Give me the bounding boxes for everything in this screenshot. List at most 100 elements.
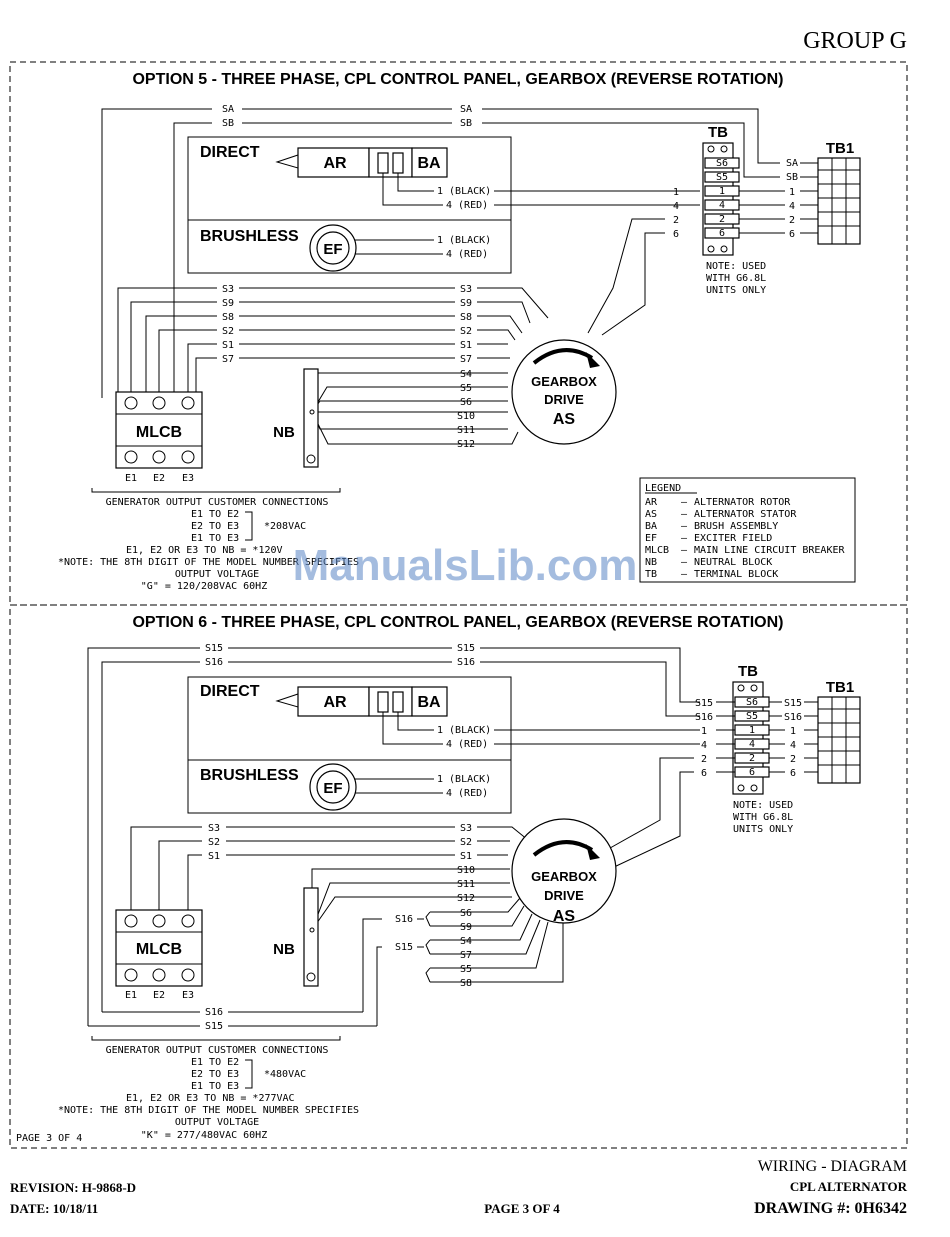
tb-slot-6: 6 — [719, 228, 725, 239]
conn-note: *NOTE: THE 8TH DIGIT OF THE MODEL NUMBER… — [58, 1105, 359, 1116]
wire-label-s5: S5 — [460, 964, 472, 975]
svg-text:–: – — [681, 521, 688, 532]
exciter-field — [316, 231, 350, 265]
left-wires-6 — [130, 826, 529, 910]
tb-slot-2: 2 — [749, 753, 755, 764]
svg-text:–: – — [681, 557, 688, 568]
svg-text:–: – — [681, 509, 688, 520]
alternator-rotor — [297, 147, 370, 178]
mlcb-term-e3: E3 — [182, 473, 194, 484]
wire-label-s15-bottom: S15 — [205, 1021, 223, 1032]
wire-label-s8: S8 — [222, 312, 234, 323]
legend-key: AS — [645, 509, 657, 520]
drawing-title: WIRING - DIAGRAM — [758, 1158, 907, 1175]
wire-label-sa: SA — [460, 104, 472, 115]
ba-label: BA — [417, 155, 441, 172]
group-label: GROUP G — [803, 28, 907, 54]
wire-label-sb: SB — [222, 118, 234, 129]
tb-label-6: TB — [738, 663, 758, 680]
wire-label-s3: S3 — [460, 823, 472, 834]
gearbox-line-1: GEARBOX — [531, 374, 597, 389]
wire-1-black-6: 1 (BLACK) — [437, 725, 491, 736]
note-line-3: UNITS ONLY — [706, 285, 766, 296]
ba-box-6 — [411, 686, 448, 717]
wire-label-s9: S9 — [460, 922, 472, 933]
wire-label-s12: S12 — [457, 439, 475, 450]
wire-label-sa: SA — [222, 104, 234, 115]
mlcb6-term-e3: E3 — [182, 990, 194, 1001]
tb-term-1: 1 — [673, 187, 679, 198]
nb-label: NB — [273, 424, 295, 441]
wire-label-s2: S2 — [460, 326, 472, 337]
tb-term-2: 2 — [701, 754, 707, 765]
brush-assembly-6 — [368, 686, 413, 717]
wire-label-s10: S10 — [457, 411, 475, 422]
wire-label-s16: S16 — [205, 657, 223, 668]
jumper-wires-6 — [362, 897, 564, 1026]
conn-code: "G" = 120/208VAC 60HZ — [141, 581, 267, 592]
tb1-term-4: 4 — [789, 201, 795, 212]
rotation-arrow-icon — [532, 348, 594, 365]
wire-label-sb: SB — [460, 118, 472, 129]
legend-val: NEUTRAL BLOCK — [694, 557, 772, 568]
direct-brushless-box-6 — [187, 676, 512, 814]
direct-label: DIRECT — [200, 144, 260, 161]
gearbox-line-2: DRIVE — [544, 392, 584, 407]
inner-page-label: PAGE 3 OF 4 — [16, 1133, 82, 1144]
wire-label-s1: S1 — [222, 340, 234, 351]
legend-val: TERMINAL BLOCK — [694, 569, 778, 580]
wire-label-s8: S8 — [460, 312, 472, 323]
left-wire-labels-6: S3 S2 S1 S3 S2 S1 — [202, 822, 477, 862]
wire-label-s3: S3 — [208, 823, 220, 834]
wire-1-black-ef-6: 1 (BLACK) — [437, 774, 491, 785]
gearbox6-line-2: DRIVE — [544, 888, 584, 903]
tb-slots-6: S6 S5 1 4 2 6 — [734, 696, 770, 778]
tb-term-1: 1 — [701, 726, 707, 737]
nb-wire-labels-5: S4 S5 S6 S10 S11 S12 — [457, 369, 475, 450]
legend-val: EXCITER FIELD — [694, 533, 772, 544]
connections-6: GENERATOR OUTPUT CUSTOMER CONNECTIONS E1… — [58, 1045, 359, 1141]
brushless-label: BRUSHLESS — [200, 228, 299, 245]
direct-label-6: DIRECT — [200, 683, 260, 700]
gearbox6-line-1: GEARBOX — [531, 869, 597, 884]
alternator-rotor-6 — [297, 686, 370, 717]
nb-wires-5 — [311, 372, 519, 445]
tb-term-s15: S15 — [695, 698, 713, 709]
ba-label-6: BA — [417, 694, 441, 711]
tb-slot-4: 4 — [719, 200, 725, 211]
nb-label-6: NB — [273, 941, 295, 958]
wire-label-s10: S10 — [457, 865, 475, 876]
tb1-term-1: 1 — [790, 726, 796, 737]
conn-nb: E1, E2 OR E3 TO NB = *277VAC — [126, 1093, 295, 1104]
wire-label-s16-bottom: S16 — [205, 1007, 223, 1018]
wire-label-s15: S15 — [457, 643, 475, 654]
connections-5: GENERATOR OUTPUT CUSTOMER CONNECTIONS E1… — [58, 497, 359, 592]
legend-key: NB — [645, 557, 657, 568]
wire-4-red-6: 4 (RED) — [446, 739, 488, 750]
wire-label-s15: S15 — [205, 643, 223, 654]
wire-label-s9: S9 — [222, 298, 234, 309]
terminal-block-tb1 — [817, 157, 861, 245]
wire-label-s1: S1 — [460, 851, 472, 862]
tb-slot-s6: S6 — [746, 697, 758, 708]
jump-label-s15: S15 — [395, 942, 413, 953]
conn-note: *NOTE: THE 8TH DIGIT OF THE MODEL NUMBER… — [58, 557, 359, 568]
brushless-label-6: BRUSHLESS — [200, 767, 299, 784]
revision: REVISION: H-9868-D — [10, 1180, 136, 1195]
wire-label-s6: S6 — [460, 908, 472, 919]
jump-label-s16: S16 — [395, 914, 413, 925]
wire-label-s8: S8 — [460, 978, 472, 989]
conn-e1-e2: E1 TO E2 — [191, 1057, 239, 1068]
note-line-2: WITH G6.8L — [706, 273, 766, 284]
wire-label-s7: S7 — [222, 354, 234, 365]
legend-key: AR — [645, 497, 658, 508]
tb1-term-4: 4 — [790, 740, 796, 751]
tb-term-6: 6 — [701, 768, 707, 779]
conn-e1-e3: E1 TO E3 — [191, 1081, 239, 1092]
conn-title: GENERATOR OUTPUT CUSTOMER CONNECTIONS — [106, 497, 329, 508]
legend-val: BRUSH ASSEMBLY — [694, 521, 778, 532]
conn-code: "K" = 277/480VAC 60HZ — [141, 1130, 267, 1141]
wire-4-red-ef-6: 4 (RED) — [446, 788, 488, 799]
legend: LEGEND AR–ALTERNATOR ROTOR AS–ALTERNATOR… — [639, 477, 856, 583]
legend-key: EF — [645, 533, 657, 544]
